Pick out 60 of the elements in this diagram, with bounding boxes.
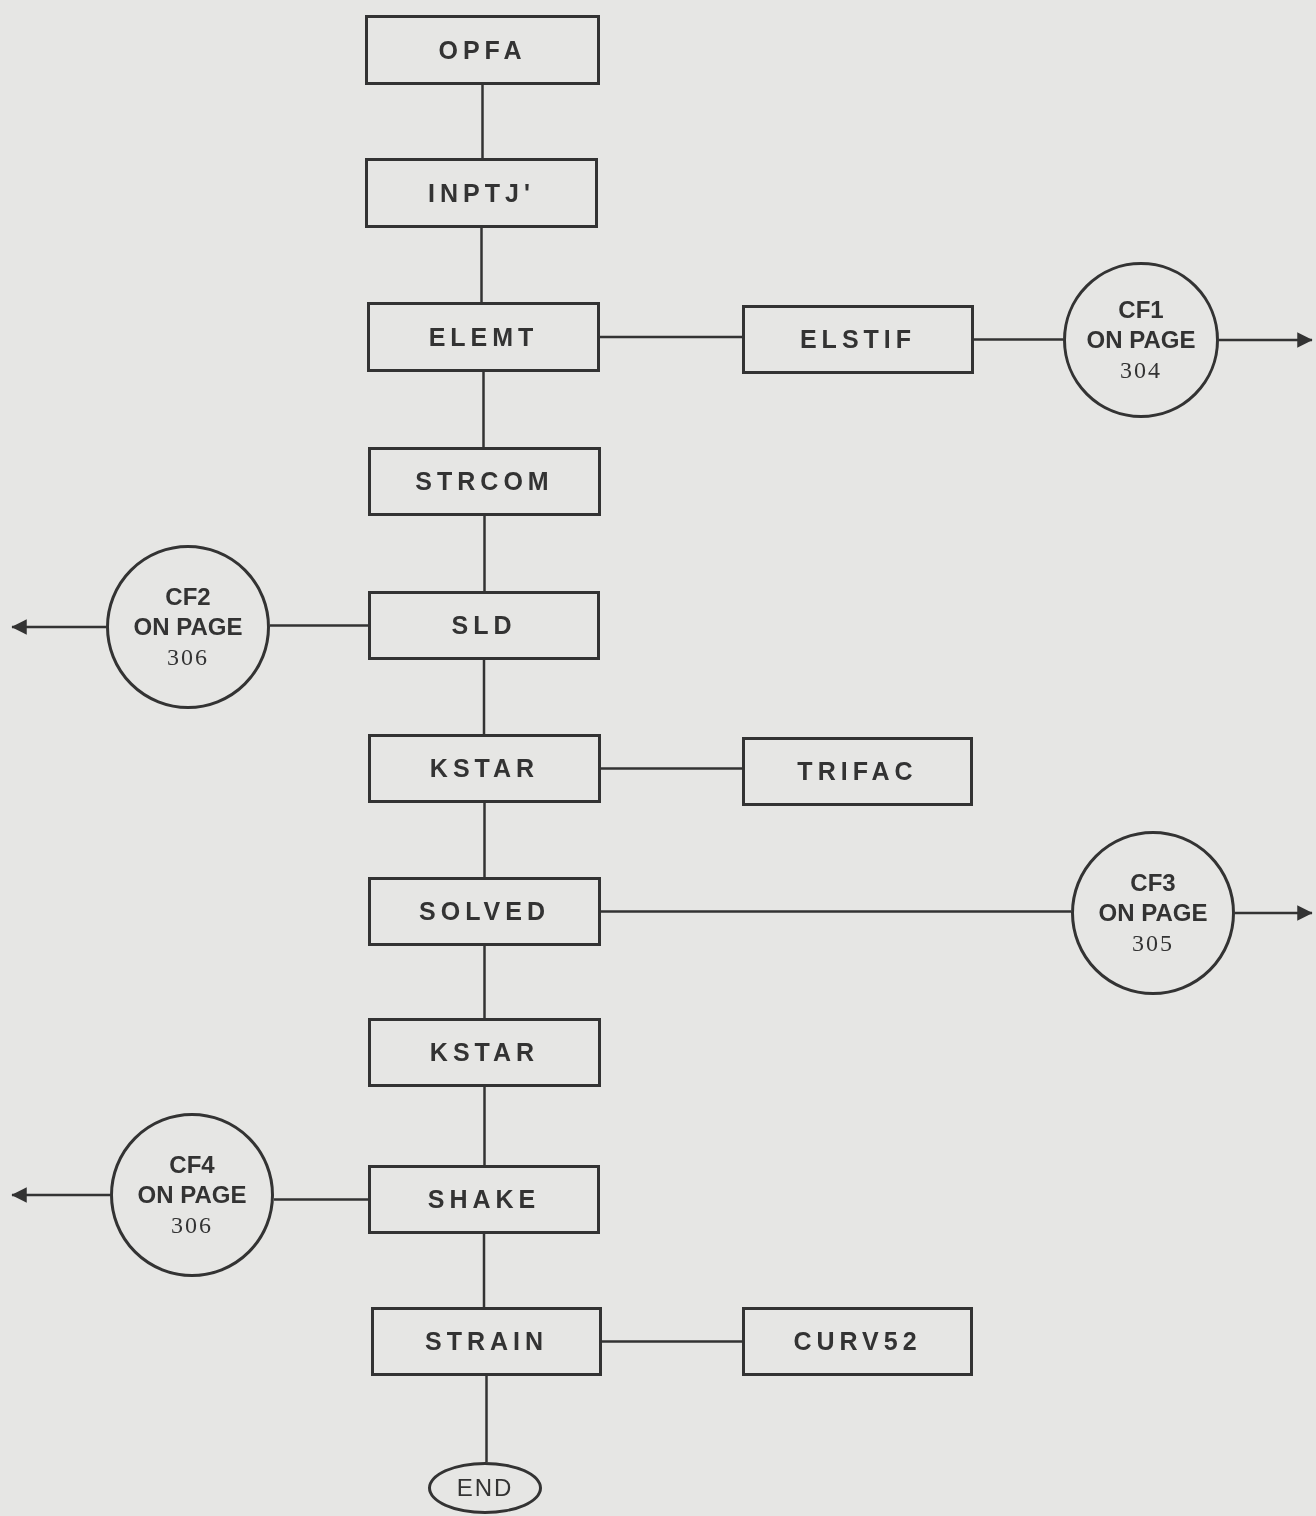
process-box bbox=[742, 1307, 973, 1376]
process-name: ELEMT bbox=[428, 322, 539, 352]
process-box bbox=[368, 734, 601, 803]
connector-line bbox=[483, 1087, 486, 1165]
arrow bbox=[11, 619, 106, 635]
connector-line bbox=[601, 910, 1071, 913]
connector-line bbox=[481, 85, 484, 158]
process-box bbox=[742, 737, 973, 806]
process-box bbox=[368, 1165, 600, 1234]
process-name: STRAIN bbox=[424, 1327, 549, 1356]
process-name: TRIFAC bbox=[797, 757, 918, 786]
process-name: KSTAR bbox=[429, 1038, 540, 1067]
process-name: SOLVED bbox=[419, 897, 550, 926]
connector-line bbox=[482, 372, 485, 447]
process-name: END bbox=[456, 1474, 514, 1502]
connector-line bbox=[483, 516, 486, 591]
connector-line bbox=[480, 228, 483, 302]
page-number: 306 bbox=[167, 643, 209, 672]
page-number: 305 bbox=[1132, 929, 1174, 958]
process-name: KSTAR bbox=[429, 754, 540, 783]
process-name: OPFA bbox=[438, 35, 527, 65]
connector-label: CF3 bbox=[1130, 868, 1176, 898]
process-box bbox=[371, 1307, 602, 1376]
connector-line bbox=[483, 946, 486, 1018]
connector-line bbox=[600, 335, 742, 339]
connector-label: CF2 bbox=[165, 582, 211, 612]
connector-label: CF1 bbox=[1118, 295, 1164, 325]
process-name: SHAKE bbox=[427, 1185, 541, 1214]
process-name: ELSTIF bbox=[799, 325, 917, 354]
process-name: STRCOM bbox=[415, 467, 554, 496]
process-box bbox=[742, 305, 974, 374]
connector-line bbox=[482, 1234, 486, 1307]
process-name: SLD bbox=[451, 611, 517, 640]
connector-line bbox=[482, 660, 486, 734]
process-box bbox=[365, 158, 598, 228]
connector-line bbox=[270, 624, 368, 627]
connector-line bbox=[274, 1198, 368, 1201]
connector-line bbox=[602, 1340, 742, 1343]
process-name: INPTJ' bbox=[428, 178, 535, 208]
connector-label: CF4 bbox=[169, 1150, 215, 1180]
connector-label: ON PAGE bbox=[1086, 325, 1196, 355]
connector-line bbox=[601, 767, 742, 770]
process-box bbox=[368, 447, 601, 516]
process-name: CURV52 bbox=[793, 1327, 922, 1356]
arrow bbox=[1235, 905, 1313, 921]
page-number: 306 bbox=[171, 1211, 213, 1240]
arrow bbox=[11, 1187, 110, 1203]
process-box bbox=[368, 1018, 601, 1087]
connector-label: ON PAGE bbox=[137, 1180, 247, 1210]
connector-label: ON PAGE bbox=[133, 612, 243, 642]
process-box bbox=[368, 591, 600, 660]
page-number: 304 bbox=[1120, 356, 1162, 385]
connector-label: ON PAGE bbox=[1098, 898, 1208, 928]
connector-line bbox=[483, 803, 486, 877]
process-box bbox=[368, 877, 601, 946]
connector-line bbox=[974, 338, 1063, 341]
process-box bbox=[365, 15, 600, 85]
arrow bbox=[1219, 332, 1313, 348]
connector-line bbox=[485, 1376, 488, 1462]
process-box bbox=[367, 302, 600, 372]
